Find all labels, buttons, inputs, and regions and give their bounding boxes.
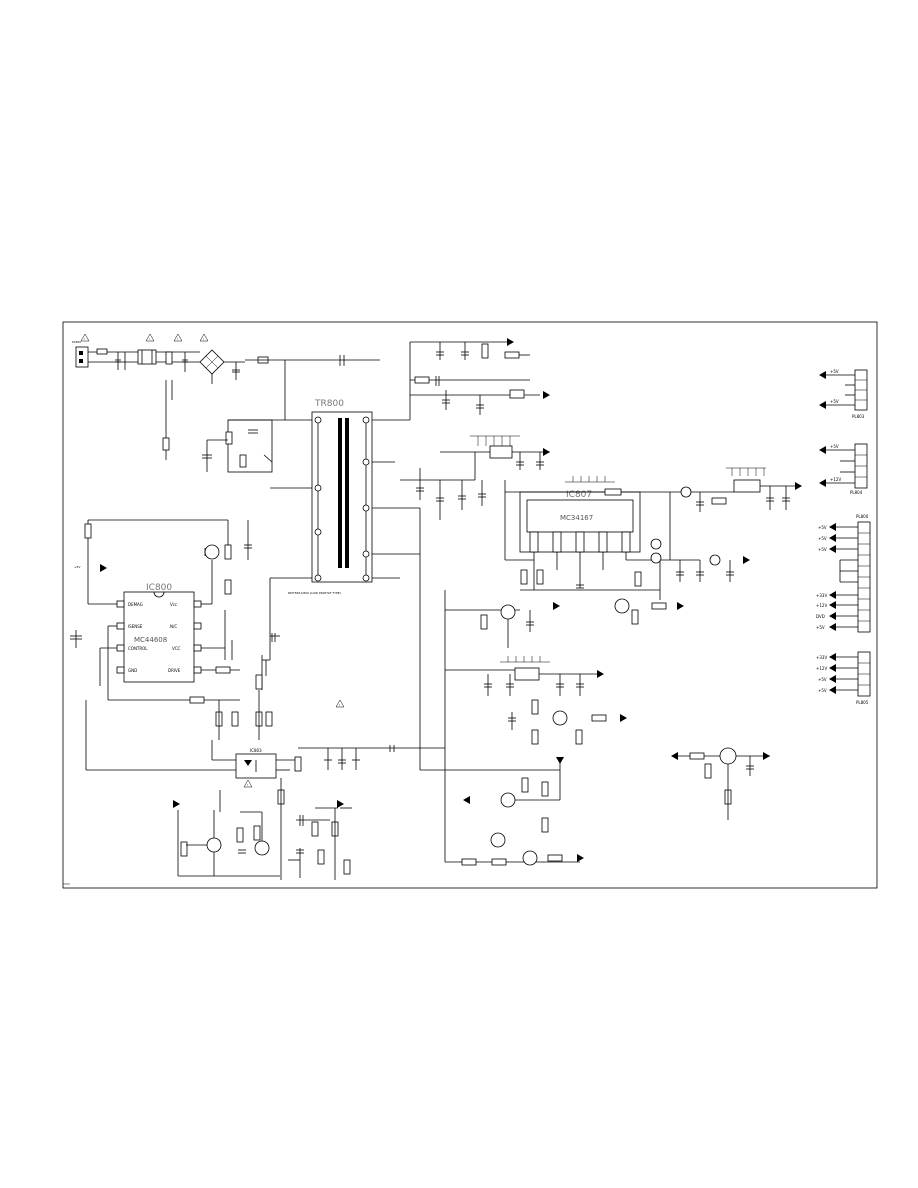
svg-text:!: ! [177, 337, 178, 341]
regulator-5v [400, 435, 550, 520]
transformer-ref: TR800 [314, 399, 344, 409]
mosfet-drive [200, 519, 280, 740]
ic807-part: MC34167 [560, 514, 593, 522]
ic800-pin-label: CONTROL [128, 646, 148, 651]
pl804-pin-label: +5V [830, 444, 839, 449]
pl800-pin-label: +5V [818, 525, 827, 530]
regulator-12v [670, 467, 802, 512]
mains-input-section: PL800 ! [72, 333, 380, 460]
pl803-pin-label: +5V [830, 399, 839, 404]
warning-icon: ! [173, 333, 183, 342]
warning-icon: ! [145, 333, 155, 342]
ic800-pin-label: DEMAG [128, 602, 143, 607]
svg-text:!: ! [339, 703, 340, 707]
pl804-ref: PL804 [850, 490, 863, 495]
ic800-pin-label: VCC [172, 646, 181, 651]
mains-connector-label: PL800 [72, 340, 81, 344]
svg-text:!: ! [203, 337, 204, 341]
optocoupler-ic803: IC803 [86, 740, 445, 880]
pl800-pin-label: +5V [818, 536, 827, 541]
mains-connector [75, 346, 89, 368]
transformer-tr800: TR800 RM75821/800 (LOW PROFILE TYPE) [228, 342, 421, 770]
pl805-pin-label: +5V [818, 688, 827, 693]
pl804-pin-label: +12V [830, 477, 841, 482]
svg-text:!: ! [247, 783, 248, 787]
ic807-ref: IC807 [566, 490, 592, 500]
rail-arrow [100, 564, 107, 572]
ic800-ref: IC800 [146, 583, 172, 593]
ic803-ref: IC803 [250, 748, 262, 753]
pl800-pin-label: +5V [818, 547, 827, 552]
pl800-pin-label: +12V [816, 603, 827, 608]
connector-pl804: +5V +12V PL804 [819, 443, 868, 495]
pl800-pin-label: +33V [816, 593, 827, 598]
pl805-ref: PL805 [856, 700, 869, 705]
pl803-pin-label: +5V [830, 369, 839, 374]
pl800-pin-label: DVD [816, 614, 825, 619]
transformer-caption: RM75821/800 (LOW PROFILE TYPE) [288, 591, 341, 595]
standby-circuit [173, 790, 344, 877]
secondary-rectifiers [410, 338, 550, 415]
warning-icon: ! [80, 333, 90, 342]
ic800-pin-label: Vcc [170, 602, 177, 607]
pl803-ref: PL803 [852, 414, 865, 419]
pl805-pin-label: +33V [816, 655, 827, 660]
rail-label: +5V [74, 565, 81, 569]
snubber-network [202, 419, 273, 473]
ic800-body [123, 591, 195, 683]
pl805-pin-label: +5V [818, 677, 827, 682]
warning-icon: ! [243, 779, 253, 788]
ic800-pin-label: DRIVE [168, 668, 181, 673]
ic800-controller: IC800 MC44608 DEMAG ISENSE CONTROL GND V… [70, 519, 240, 770]
lower-regulators [420, 590, 684, 866]
pl800-ref: PL800 [856, 514, 869, 519]
pl800-pin-label: +5V [816, 625, 825, 630]
svg-text:!: ! [84, 337, 85, 341]
ic800-part: MC44608 [134, 636, 167, 644]
ic800-pin-label: GND [128, 668, 137, 673]
ic807-regulator: IC807 MC34167 [504, 476, 750, 600]
warning-icon: ! [199, 333, 209, 342]
connector-pl805: +33V +12V +5V +5V PL805 [816, 651, 871, 705]
pl805-pin-label: +12V [816, 666, 827, 671]
schematic-frame [62, 321, 878, 889]
connector-pl803: +5V +5V PL803 [819, 369, 868, 419]
ic807-body [526, 499, 634, 533]
connector-pl800: PL800 +5V +5V +5V +33V +12V DVD [816, 514, 871, 633]
ic800-pin-label: ISENSE [128, 624, 143, 629]
warning-icon: ! [335, 699, 345, 708]
aux-regulator [671, 747, 770, 820]
svg-text:!: ! [149, 337, 150, 341]
ic800-pin-label: N/C [170, 624, 177, 629]
